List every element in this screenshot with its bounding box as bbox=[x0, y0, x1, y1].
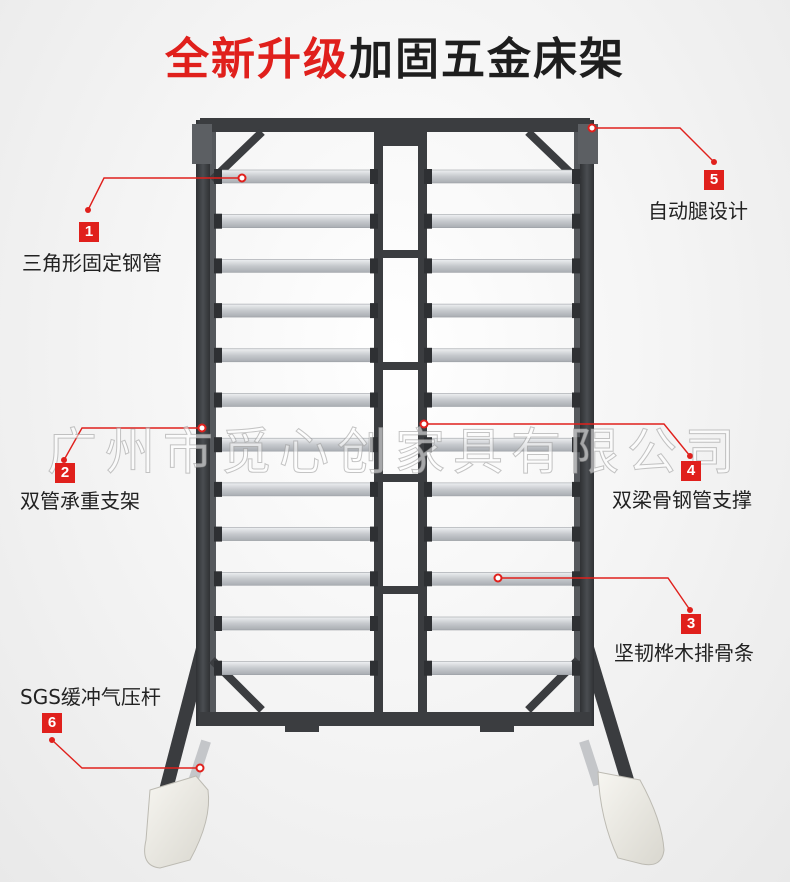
slat-holder bbox=[424, 347, 432, 363]
slat-holder bbox=[214, 303, 222, 319]
headline-highlight: 全新升级 bbox=[165, 34, 349, 85]
slat-holder bbox=[214, 571, 222, 587]
callout-4-label: 双梁骨钢管支撑 bbox=[612, 488, 752, 512]
slat-holder bbox=[424, 213, 432, 229]
slat-holder bbox=[214, 169, 222, 184]
slat-group bbox=[214, 169, 580, 676]
right-slat bbox=[427, 303, 577, 318]
callout-2-badge: 2 bbox=[55, 463, 75, 483]
callout-5-label: 自动腿设计 bbox=[648, 199, 748, 223]
right-slat bbox=[427, 348, 577, 363]
slat-holder bbox=[214, 213, 222, 229]
left-slat bbox=[217, 527, 375, 541]
slat-holder bbox=[424, 481, 432, 497]
slat-holder bbox=[214, 481, 222, 497]
left-slat bbox=[217, 214, 375, 228]
slat-holder bbox=[572, 213, 580, 229]
slat-holder bbox=[424, 258, 432, 274]
slat-holder bbox=[572, 347, 580, 363]
right-slat bbox=[427, 393, 577, 407]
right-slat bbox=[427, 527, 577, 541]
slat-holder bbox=[370, 437, 378, 453]
callout-1-label: 三角形固定钢管 bbox=[22, 251, 162, 275]
left-slat bbox=[217, 661, 375, 676]
slat-holder bbox=[214, 392, 222, 408]
right-slat bbox=[427, 661, 577, 676]
slat-holder bbox=[424, 616, 432, 631]
leader-lines bbox=[51, 127, 715, 769]
left-slat bbox=[217, 259, 375, 273]
left-slat bbox=[217, 482, 375, 497]
company-watermark: 广州市觅心创家具有限公司 bbox=[47, 423, 743, 482]
slat-holder bbox=[572, 437, 580, 453]
headline-rest: 加固五金床架 bbox=[349, 34, 625, 85]
slat-holder bbox=[424, 660, 432, 676]
slat-holder bbox=[370, 347, 378, 363]
slat-holder bbox=[370, 303, 378, 319]
callout-3-badge: 3 bbox=[681, 614, 701, 634]
slat-holder bbox=[572, 258, 580, 274]
slat-holder bbox=[370, 213, 378, 229]
callout-3-label: 坚韧桦木排骨条 bbox=[614, 641, 754, 665]
callout-2-label: 双管承重支架 bbox=[20, 489, 140, 513]
callout-6-label: SGS缓冲气压杆 bbox=[20, 685, 161, 709]
right-slat bbox=[427, 616, 577, 631]
slat-holder bbox=[370, 660, 378, 676]
right-slat bbox=[427, 482, 577, 497]
slat-holder bbox=[370, 258, 378, 274]
slat-holder bbox=[572, 660, 580, 676]
slat-holder bbox=[572, 169, 580, 184]
leader-dots bbox=[195, 123, 597, 773]
slat-holder bbox=[370, 392, 378, 408]
slat-holder bbox=[214, 526, 222, 542]
callout-1-badge: 1 bbox=[79, 222, 99, 242]
slat-holder bbox=[370, 571, 378, 587]
slat-holder bbox=[572, 392, 580, 408]
slat-holder bbox=[572, 303, 580, 319]
slat-holder bbox=[424, 169, 432, 184]
right-slat bbox=[427, 214, 577, 228]
right-leg bbox=[578, 640, 665, 866]
left-slat bbox=[217, 303, 375, 318]
outer-frame bbox=[192, 118, 598, 732]
callout-5-badge: 5 bbox=[704, 170, 724, 190]
left-slat bbox=[217, 393, 375, 407]
slat-holder bbox=[370, 481, 378, 497]
callout-6-badge: 6 bbox=[42, 713, 62, 733]
slat-holder bbox=[424, 571, 432, 587]
left-slat bbox=[217, 616, 375, 631]
slat-holder bbox=[424, 437, 432, 453]
slat-holder bbox=[214, 258, 222, 274]
slat-holder bbox=[424, 526, 432, 542]
slat-holder bbox=[572, 571, 580, 587]
left-slat bbox=[217, 348, 375, 363]
slat-holder bbox=[424, 392, 432, 408]
slat-holder bbox=[214, 616, 222, 631]
slat-holder bbox=[214, 347, 222, 363]
page-headline: 全新升级加固五金床架 bbox=[0, 30, 790, 90]
slat-holder bbox=[572, 481, 580, 497]
slat-holder bbox=[572, 526, 580, 542]
slat-holder bbox=[424, 303, 432, 319]
leader-end-dots bbox=[49, 159, 717, 743]
slat-holder bbox=[370, 169, 378, 184]
right-slat bbox=[427, 169, 577, 184]
callout-4-badge: 4 bbox=[681, 461, 701, 481]
slat-holder bbox=[214, 437, 222, 453]
slat-holder bbox=[572, 616, 580, 631]
right-slat bbox=[427, 259, 577, 273]
left-slat bbox=[217, 571, 375, 586]
slat-holder bbox=[370, 526, 378, 542]
slat-holder bbox=[214, 660, 222, 676]
slat-holder bbox=[370, 616, 378, 631]
